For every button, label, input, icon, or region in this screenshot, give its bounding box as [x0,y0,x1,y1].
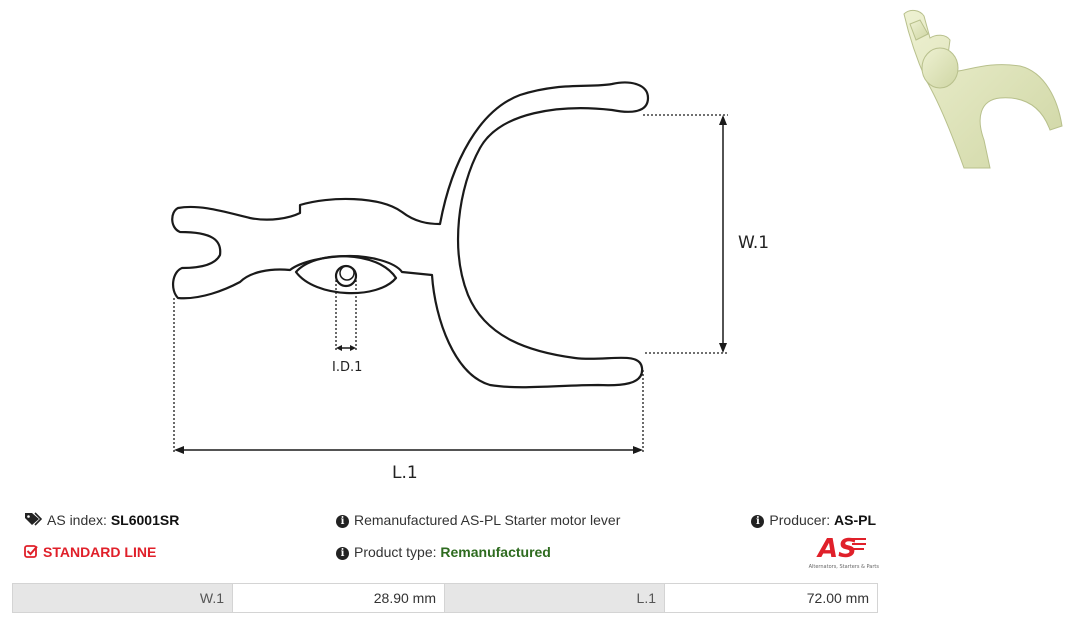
producer-value: AS-PL [834,512,876,528]
logo-tagline: Alternators, Starters & Parts [809,564,880,570]
as-index: AS index: SL6001SR [24,511,179,530]
as-pl-logo: AS Alternators, Starters & Parts [790,533,880,571]
check-square-icon [24,544,38,562]
spec-label-width: W.1 [13,584,233,612]
technical-drawing: W.1 L.1 I.D.1 [171,81,769,483]
lever-outline [171,81,650,389]
dimensions-table: W.1 28.90 mm L.1 72.00 mm [12,583,878,613]
info-icon: i [336,514,349,528]
description-text: Remanufactured AS-PL Starter motor lever [354,512,621,528]
as-index-value: SL6001SR [110,512,180,528]
width-label: W.1 [738,233,769,253]
product-type-label: Product type: [354,544,437,560]
spec-value-length: 72.00 mm [665,584,877,612]
starter-lever-photo [903,9,1063,169]
hole-boss [294,255,398,295]
spec-value-width: 28.90 mm [233,584,445,612]
standard-line-badge: STANDARD LINE [24,543,156,562]
producer: i Producer: AS-PL [751,511,876,529]
tags-icon [24,512,43,530]
product-type-value: Remanufactured [440,544,551,560]
as-index-label: AS index: [47,512,107,528]
standard-line-label: STANDARD LINE [43,544,157,560]
product-type: i Product type: Remanufactured [336,543,551,561]
product-description: i Remanufactured AS-PL Starter motor leve… [336,511,620,529]
producer-label: Producer: [769,512,831,528]
spec-label-length: L.1 [445,584,665,612]
info-icon: i [336,546,349,560]
length-label: L.1 [392,463,418,483]
inner-diameter-label: I.D.1 [332,360,362,375]
info-icon: i [751,514,765,528]
